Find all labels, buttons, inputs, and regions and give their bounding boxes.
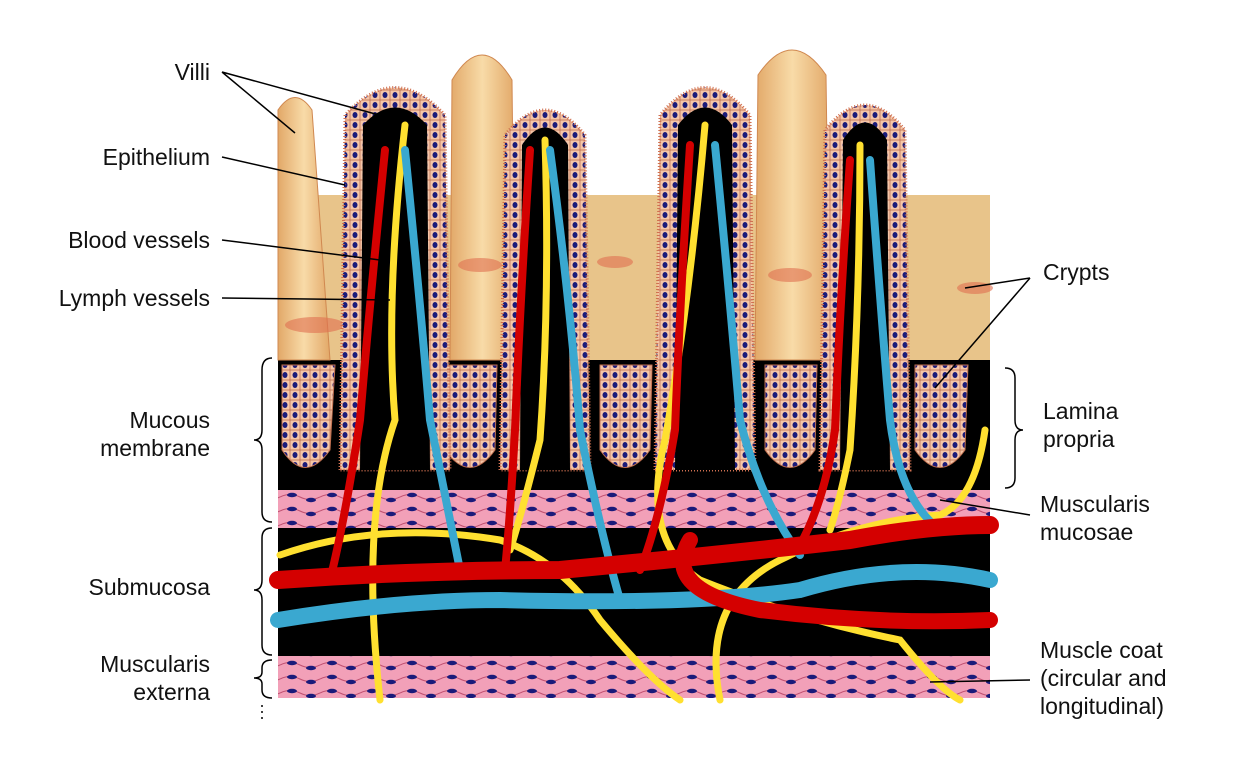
label-line: membrane bbox=[100, 435, 210, 461]
background-villi bbox=[277, 49, 993, 361]
label-muscle-coat: Muscle coat (circular and longitudinal) bbox=[1040, 636, 1167, 720]
vessels bbox=[269, 121, 999, 704]
label-villi: Villi bbox=[174, 59, 210, 85]
crypts bbox=[281, 364, 969, 468]
label-muscularis-mucosae: Muscularis mucosae bbox=[1040, 490, 1150, 546]
muscularis-mucosae-layer bbox=[278, 490, 990, 528]
label-line: Muscularis bbox=[1040, 491, 1150, 517]
label-submucosa: Submucosa bbox=[88, 574, 210, 600]
label-muscularis-externa: Muscularis externa bbox=[100, 650, 210, 706]
label-blood-vessels: Blood vessels bbox=[68, 227, 210, 253]
label-line: Lamina bbox=[1043, 398, 1119, 424]
label-lamina-propria: Lamina propria bbox=[1043, 397, 1118, 453]
label-lymph-vessels: Lymph vessels bbox=[58, 285, 210, 311]
label-epithelium: Epithelium bbox=[102, 144, 210, 170]
lymph-vessels bbox=[276, 121, 989, 704]
label-line: longitudinal) bbox=[1040, 693, 1165, 719]
leader-lines bbox=[221, 71, 1031, 720]
arteries bbox=[269, 141, 999, 630]
label-line: mucosae bbox=[1040, 519, 1134, 545]
label-line: externa bbox=[133, 679, 210, 705]
label-crypts: Crypts bbox=[1043, 259, 1110, 285]
veins bbox=[270, 141, 998, 628]
label-line: (circular and bbox=[1040, 665, 1167, 691]
label-line: Muscle coat bbox=[1040, 637, 1163, 663]
label-line: Mucous bbox=[129, 407, 210, 433]
label-line: propria bbox=[1043, 426, 1115, 452]
label-line: Muscularis bbox=[100, 651, 210, 677]
label-mucous-membrane: Mucous membrane bbox=[100, 406, 210, 462]
